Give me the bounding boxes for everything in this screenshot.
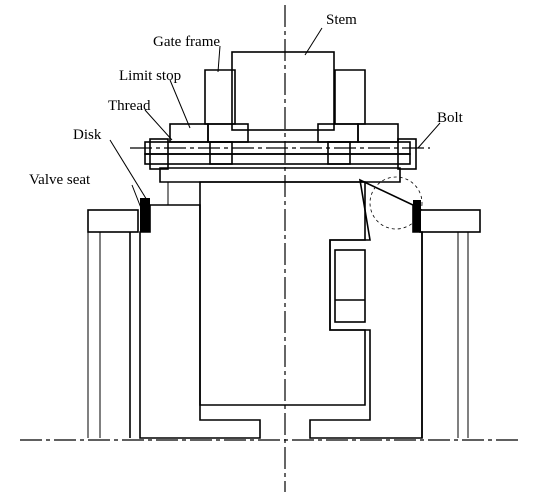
label-limit-stop: Limit stop	[119, 68, 181, 84]
label-valve-seat: Valve seat	[29, 172, 91, 188]
seat-ring	[140, 198, 421, 232]
label-gate-frame: Gate frame	[153, 34, 220, 50]
valve-body	[87, 232, 469, 438]
thread	[167, 181, 201, 206]
disk	[139, 178, 423, 439]
stem	[231, 51, 335, 131]
label-bolt: Bolt	[437, 110, 464, 126]
limit-stop	[169, 123, 399, 143]
label-thread: Thread	[108, 98, 151, 114]
bolt	[130, 138, 430, 170]
label-stem: Stem	[326, 12, 357, 28]
gate-body	[199, 181, 366, 406]
detail-circle	[369, 176, 423, 230]
leader-lines	[109, 27, 441, 209]
label-disk: Disk	[73, 127, 102, 143]
text-labels: Stem Gate frame Limit stop Thread Disk V…	[29, 12, 464, 188]
centerlines	[20, 5, 520, 492]
gate-frame	[159, 69, 401, 183]
